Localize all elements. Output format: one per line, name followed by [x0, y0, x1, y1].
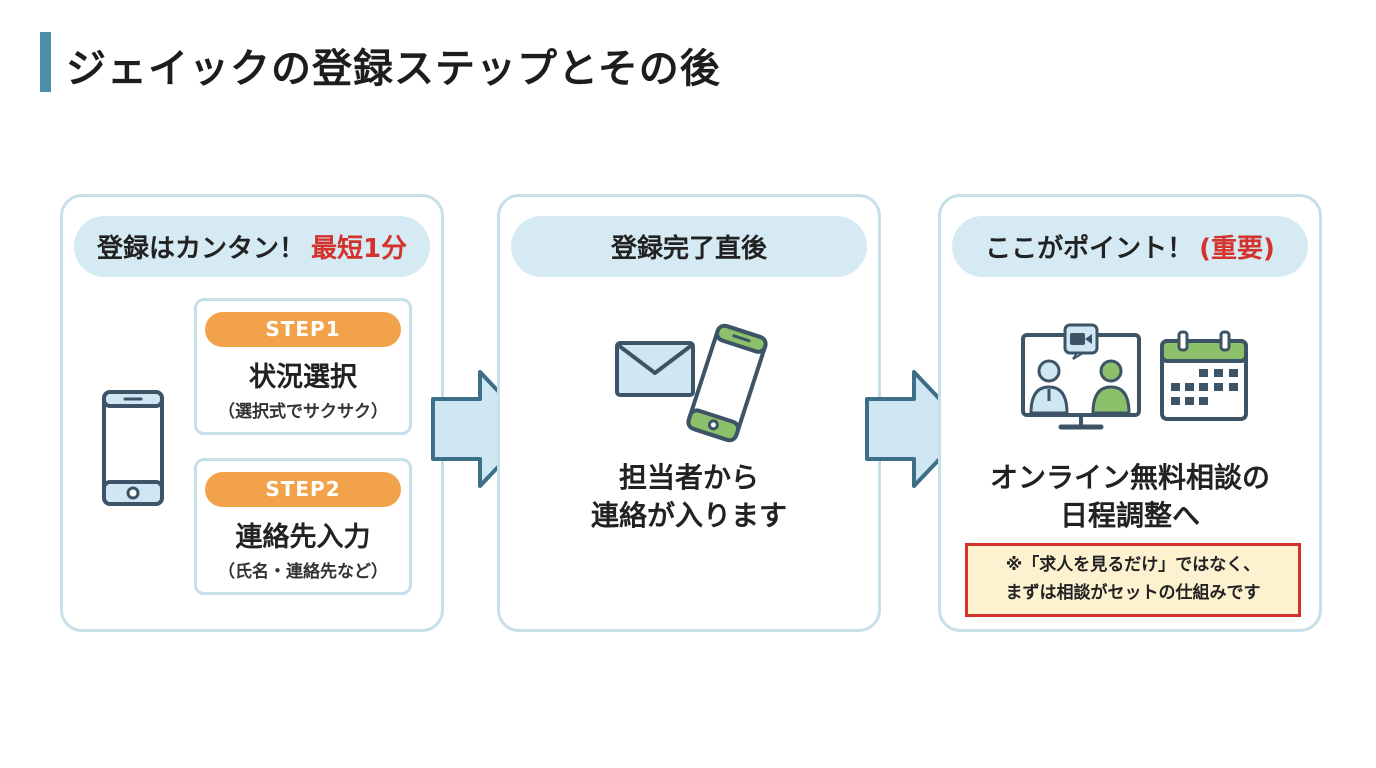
contact-text-line1: 担当者から	[618, 461, 759, 494]
step1-subtitle: （選択式でサクサク）	[218, 402, 388, 422]
step2-title: 連絡先入力	[235, 522, 371, 553]
title-accent-bar	[40, 32, 51, 92]
note-line1: ※「求人を見るだけ」ではなく、	[1005, 555, 1261, 575]
step1-badge: STEP1	[205, 312, 401, 347]
point-card: ここがポイント！(重要) オンライン無料相談の 日程調整へ ※「求人を見るだけ」…	[938, 194, 1322, 632]
registration-card: 登録はカンタン！最短1分 STEP1 状況選択 （選択式でサクサク） STEP2…	[60, 194, 444, 632]
consultation-text-line1: オンライン無料相談の	[989, 461, 1270, 494]
smartphone-icon	[686, 323, 768, 443]
contact-text-line2: 連絡が入ります	[590, 499, 787, 532]
calendar-icon	[1160, 330, 1248, 421]
registration-heading-highlight: 最短1分	[310, 234, 408, 264]
video-call-icon	[1021, 323, 1141, 430]
note-line2: まずは相談がセットの仕組みです	[1005, 583, 1261, 603]
consultation-text-line2: 日程調整へ	[1059, 499, 1200, 532]
point-heading-text: ここがポイント！	[985, 234, 1194, 264]
step2-box: STEP2 連絡先入力 （氏名・連絡先など）	[194, 458, 412, 595]
step2-subtitle: （氏名・連絡先など）	[218, 562, 388, 582]
point-heading-highlight: (重要)	[1199, 234, 1275, 264]
after-registration-heading: 登録完了直後	[511, 216, 867, 277]
registration-heading-text: 登録はカンタン！	[96, 234, 305, 264]
page-title: ジェイックの登録ステップとその後	[66, 46, 721, 92]
envelope-icon	[615, 341, 695, 397]
step1-box: STEP1 状況選択 （選択式でサクサク）	[194, 298, 412, 435]
step1-title: 状況選択	[249, 362, 357, 393]
smartphone-icon	[102, 390, 164, 506]
point-heading: ここがポイント！(重要)	[952, 216, 1308, 277]
after-registration-card: 登録完了直後 担当者から 連絡が入ります	[497, 194, 881, 632]
registration-heading: 登録はカンタン！最短1分	[74, 216, 430, 277]
important-note: ※「求人を見るだけ」ではなく、 まずは相談がセットの仕組みです	[965, 543, 1301, 617]
step2-badge: STEP2	[205, 472, 401, 507]
